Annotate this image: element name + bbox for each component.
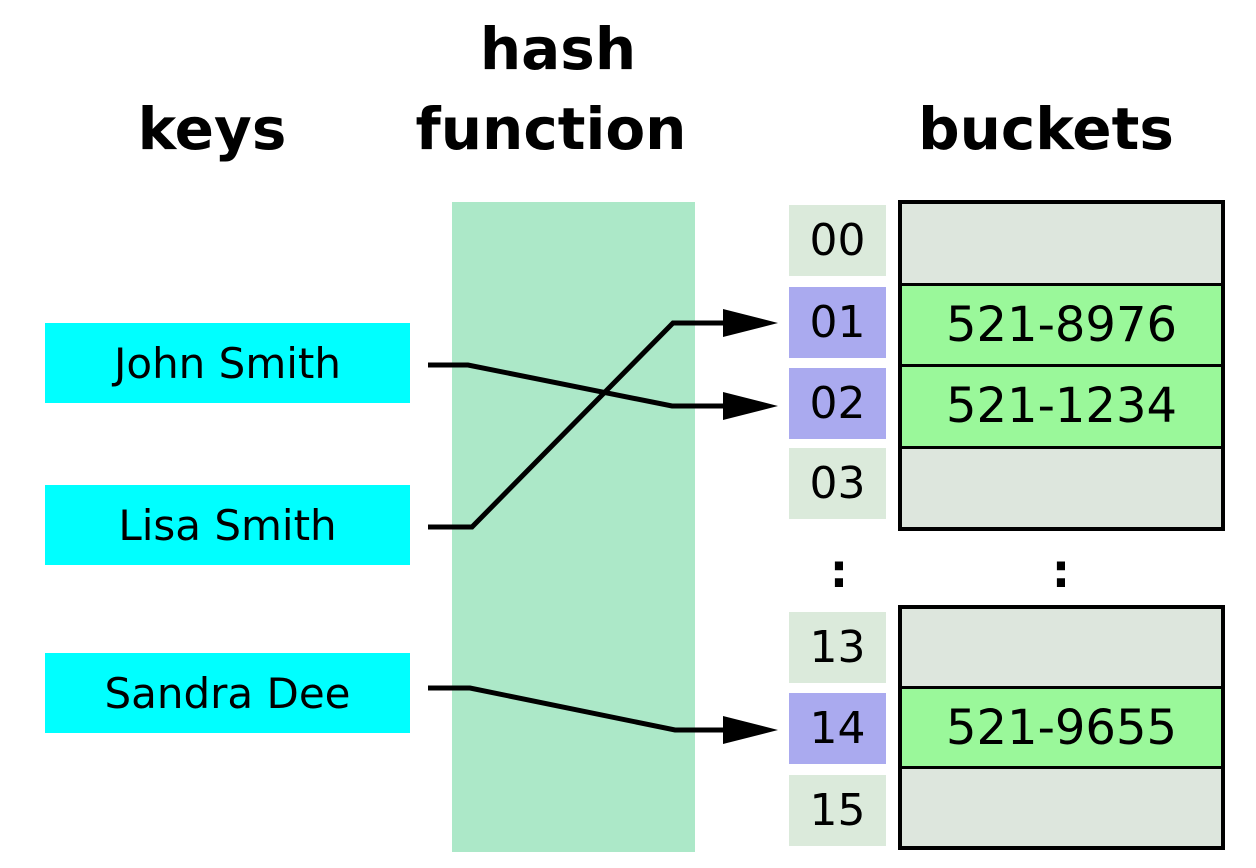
- key-box-lisa-smith: Lisa Smith: [45, 485, 410, 565]
- bucket-index-02: 02: [789, 368, 886, 439]
- buckets-title: buckets: [918, 95, 1174, 163]
- bucket-table-upper: 521-8976 521-1234: [898, 200, 1225, 531]
- bucket-cell-02: 521-1234: [902, 367, 1221, 446]
- bucket-cell-03: [902, 448, 1221, 527]
- bucket-index-14: 14: [789, 693, 886, 764]
- bucket-index-13: 13: [789, 612, 886, 683]
- bucket-cell-01: 521-8976: [902, 285, 1221, 364]
- keys-title: keys: [137, 95, 287, 163]
- bucket-index-03: 03: [789, 448, 886, 519]
- hash-function-title-line2: function: [415, 95, 687, 163]
- bucket-table-lower: 521-9655: [898, 605, 1225, 850]
- bucket-index-01: 01: [789, 287, 886, 358]
- key-label-lisa-smith: Lisa Smith: [118, 500, 337, 550]
- bucket-cell-13: [902, 609, 1221, 686]
- bucket-index-15: 15: [789, 775, 886, 846]
- bucket-cell-00: [902, 204, 1221, 283]
- hash-function-title-line1: hash: [479, 15, 637, 83]
- key-box-sandra-dee: Sandra Dee: [45, 653, 410, 733]
- key-box-john-smith: John Smith: [45, 323, 410, 403]
- index-ellipsis: :: [829, 544, 849, 598]
- bucket-index-00: 00: [789, 205, 886, 276]
- hash-function-band: [452, 202, 695, 852]
- bucket-cell-14: 521-9655: [902, 689, 1221, 766]
- bucket-cell-15: [902, 769, 1221, 846]
- buckets-ellipsis: :: [1051, 544, 1071, 598]
- key-label-sandra-dee: Sandra Dee: [104, 668, 351, 718]
- key-label-john-smith: John Smith: [113, 338, 341, 388]
